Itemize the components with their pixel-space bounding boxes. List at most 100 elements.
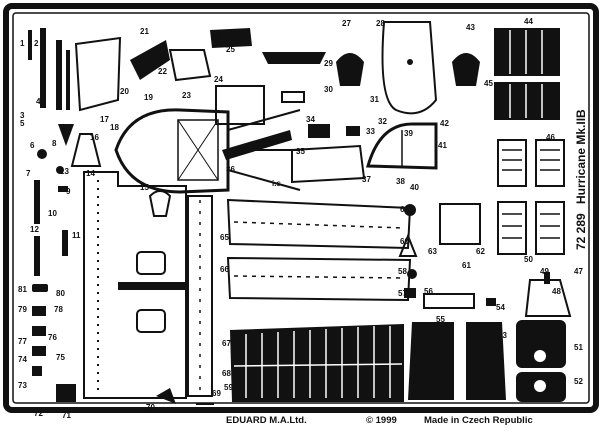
part-number: 47 [574, 267, 583, 276]
part-number: 76 [48, 333, 57, 342]
part-number: 75 [56, 353, 65, 362]
part-number: 51 [574, 343, 583, 352]
part-number: 70 [146, 403, 155, 412]
canopy-frame [366, 122, 438, 170]
part-number: 66 [220, 265, 229, 274]
part-number: 7 [26, 169, 31, 178]
part-number: 27 [342, 19, 351, 28]
part-number: 33 [366, 127, 375, 136]
part-number: 55 [436, 315, 445, 324]
part-number: 32 [378, 117, 387, 126]
part-number: 58 [398, 267, 407, 276]
part-number: 45 [484, 79, 493, 88]
part-number: 16 [90, 133, 99, 142]
upper-right-grilles [494, 28, 560, 120]
copyright-label: © 1999 [366, 415, 397, 426]
part-number: 74 [18, 355, 27, 364]
part-number: 13 [60, 167, 69, 176]
part-number: 4 [36, 97, 41, 106]
part-number-labels: 1 2 3 4 5 6 7 8 9 10 11 12 13 14 15 16 1… [18, 17, 583, 420]
part-number: 21 [140, 27, 149, 36]
part-number: 34 [306, 115, 315, 124]
part-number: 41 [438, 141, 447, 150]
radiator-grille-left [230, 324, 404, 402]
product-title: 72 289 Hurricane Mk.IIB [574, 109, 588, 250]
part-number: 73 [18, 381, 27, 390]
small-parts [28, 28, 572, 411]
part-number: 64 [400, 205, 409, 214]
manufacturer-label: EDUARD M.A.Ltd. [226, 415, 307, 426]
part-number: 40 [410, 183, 419, 192]
part-number: 56 [424, 287, 433, 296]
wing-flap-lower [226, 256, 412, 302]
product-name: Hurricane Mk.IIB [574, 109, 588, 204]
part-number: 9 [66, 187, 71, 196]
part-number: 20 [120, 87, 129, 96]
part-number: 46 [546, 133, 555, 142]
part-number: 80 [56, 289, 65, 298]
part-number: 65 [220, 233, 229, 242]
part-number: 81 [18, 285, 27, 294]
part-number: 5 [20, 119, 25, 128]
part-number: 2 [34, 39, 39, 48]
part-number: 69 [212, 389, 221, 398]
part-number: 67 [222, 339, 231, 348]
part-number: 60 [400, 237, 409, 246]
part-number: 44 [524, 17, 533, 26]
part-number: 68 [222, 369, 231, 378]
part-number: 43 [466, 23, 475, 32]
part-number: 36 [226, 165, 235, 174]
fret-frame [3, 3, 599, 413]
part-number: 17 [100, 115, 109, 124]
part-number: 52 [574, 377, 583, 386]
part-number: 6 [30, 141, 35, 150]
oil-cooler-grilles [516, 320, 566, 402]
part-number: 22 [158, 67, 167, 76]
part-number: 12 [30, 225, 39, 234]
part-number: 8 [52, 139, 57, 148]
part-number: 18 [110, 123, 119, 132]
part-number: 48 [552, 287, 561, 296]
part-number: 61 [462, 261, 471, 270]
part-number: 25 [226, 45, 235, 54]
wing-flap-upper [226, 198, 412, 250]
part-number: 77 [18, 337, 27, 346]
part-number: 3 [20, 111, 25, 120]
right-slot-panels [497, 139, 565, 255]
part-number: 49 [540, 267, 549, 276]
part-number: 50 [524, 255, 533, 264]
part-number: 72 [34, 409, 43, 418]
part-number: 42 [440, 119, 449, 128]
part-number: 30 [324, 85, 333, 94]
part-number: 78 [54, 305, 63, 314]
part-number: 63 [428, 247, 437, 256]
part-number: 19 [144, 93, 153, 102]
part-number: 62 [476, 247, 485, 256]
part-number: 79 [18, 305, 27, 314]
part-number: 71 [62, 411, 71, 420]
part-number: 29 [324, 59, 333, 68]
part-number: 53 [498, 331, 507, 340]
part-number: 39 [404, 129, 413, 138]
part-number: 26 [212, 33, 221, 42]
part-number: 23 [182, 91, 191, 100]
part-number: 59 [224, 383, 233, 392]
part-number: 15 [140, 183, 149, 192]
part-number: 14 [86, 169, 95, 178]
part-number: 38 [396, 177, 405, 186]
part-number: 11 [72, 231, 81, 240]
radiator-panels-center [408, 322, 506, 400]
origin-label: Made in Czech Republic [424, 415, 533, 426]
fuselage-side-panel [83, 171, 213, 399]
part-number: 37 [362, 175, 371, 184]
part-number: 28 [376, 19, 385, 28]
part-number: 24 [214, 75, 223, 84]
extra-mark: i.s. [272, 179, 283, 188]
product-code: 72 289 [574, 213, 588, 250]
part-number: 31 [370, 95, 379, 104]
part-number: 54 [496, 303, 505, 312]
part-number: 35 [296, 147, 305, 156]
seat-and-armor [336, 21, 480, 115]
part-number: 10 [48, 209, 57, 218]
